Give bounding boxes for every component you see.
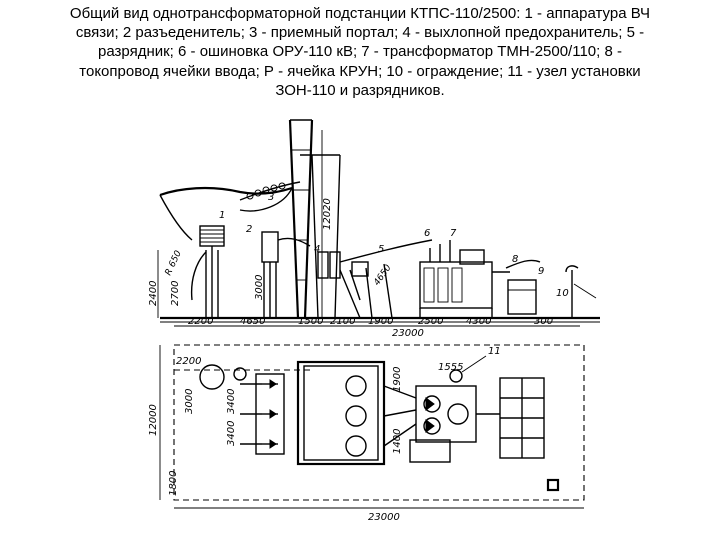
callout-1: 1 bbox=[219, 210, 225, 221]
dim-seg-300: 300 bbox=[534, 316, 553, 327]
dim-seg-2100: 2100 bbox=[330, 316, 355, 327]
transformer bbox=[419, 240, 493, 318]
callout-4: 4 bbox=[314, 244, 320, 255]
caption-line: связи; 2 разъеденитель; 3 - приемный пор… bbox=[75, 24, 645, 42]
transformer-plan bbox=[409, 385, 500, 463]
dim-radius2: 4650 bbox=[372, 263, 393, 288]
zon-node bbox=[449, 369, 463, 383]
disconnector bbox=[261, 231, 311, 318]
callout-2: 2 bbox=[246, 224, 252, 235]
dim-seg-2200: 2200 bbox=[188, 316, 213, 327]
krun-cell bbox=[492, 259, 541, 315]
dim-height-left2: 2700 bbox=[170, 281, 181, 306]
fence bbox=[565, 265, 597, 318]
caption-line: разрядник; 6 - ошиновка ОРУ-110 кВ; 7 - … bbox=[98, 43, 622, 61]
dim-height-left: 2400 bbox=[148, 281, 159, 306]
callout-6: 6 bbox=[424, 228, 430, 239]
dim-height-mid: 3000 bbox=[254, 275, 265, 300]
dim-top-2200: 2200 bbox=[176, 356, 201, 367]
dim-right-1400: 1400 bbox=[392, 429, 403, 454]
plan-fence bbox=[173, 344, 585, 501]
dim-seg-4650: 4650 bbox=[240, 316, 265, 327]
dim-radius: R 650 bbox=[164, 249, 184, 277]
fuses-arresters bbox=[317, 251, 369, 319]
dim-right-1900: 1900 bbox=[392, 367, 403, 392]
busbar-oru bbox=[339, 239, 433, 319]
disconnector-plan bbox=[240, 373, 285, 455]
dim-seg-1500: 1500 bbox=[298, 316, 323, 327]
dim-1555: 1555 bbox=[438, 362, 463, 373]
callout-9: 9 bbox=[538, 266, 544, 277]
dim-left-1800: 1800 bbox=[168, 471, 179, 496]
plan-view: 11 2200 3000 3400 3400 12000 1800 1900 1… bbox=[148, 344, 585, 523]
dim-seg-4300: 4300 bbox=[466, 316, 491, 327]
dim-height-portal: 12020 bbox=[322, 198, 333, 230]
callout-7: 7 bbox=[450, 228, 457, 239]
figure-caption: Общий вид однотрансформаторной подстанци… bbox=[20, 4, 700, 100]
receiving-portal bbox=[288, 119, 341, 319]
caption-line: Общий вид однотрансформаторной подстанци… bbox=[69, 5, 651, 22]
dim-seg-2500: 2500 bbox=[418, 316, 443, 327]
hf-equipment-plan bbox=[199, 364, 225, 390]
dim-left-3000: 3000 bbox=[184, 389, 195, 414]
insulator-chain bbox=[239, 181, 301, 201]
caption-line: ЗОН-110 и разрядников. bbox=[275, 81, 445, 99]
dim-left-3400a: 3400 bbox=[226, 389, 237, 414]
callout-3: 3 bbox=[268, 192, 274, 203]
caption-line: токопровод ячейки ввода; Р - ячейка КРУН… bbox=[79, 62, 641, 80]
dim-bottom-23000: 23000 bbox=[368, 512, 400, 523]
elevation-view: 1 2 3 4 5 6 7 8 9 10 12020 2400 2700 300… bbox=[148, 119, 600, 339]
hf-equipment bbox=[159, 186, 293, 318]
callout-5: 5 bbox=[378, 244, 384, 255]
dim-total: 23000 bbox=[392, 328, 424, 339]
callout-8: 8 bbox=[512, 254, 518, 265]
dim-seg-1900: 1900 bbox=[368, 316, 393, 327]
portal-plan bbox=[296, 360, 386, 466]
small-box bbox=[546, 478, 560, 492]
elevation-dimensions: 12020 2400 2700 3000 R 650 4650 2200 465… bbox=[148, 130, 580, 339]
callout-11: 11 bbox=[488, 346, 501, 357]
callout-10: 10 bbox=[556, 288, 569, 299]
dim-left-3400b: 3400 bbox=[226, 421, 237, 446]
elevation-callouts: 1 2 3 4 5 6 7 8 9 10 bbox=[219, 192, 569, 299]
dim-left-12000: 12000 bbox=[148, 404, 159, 436]
krun-cell-plan bbox=[499, 377, 545, 459]
